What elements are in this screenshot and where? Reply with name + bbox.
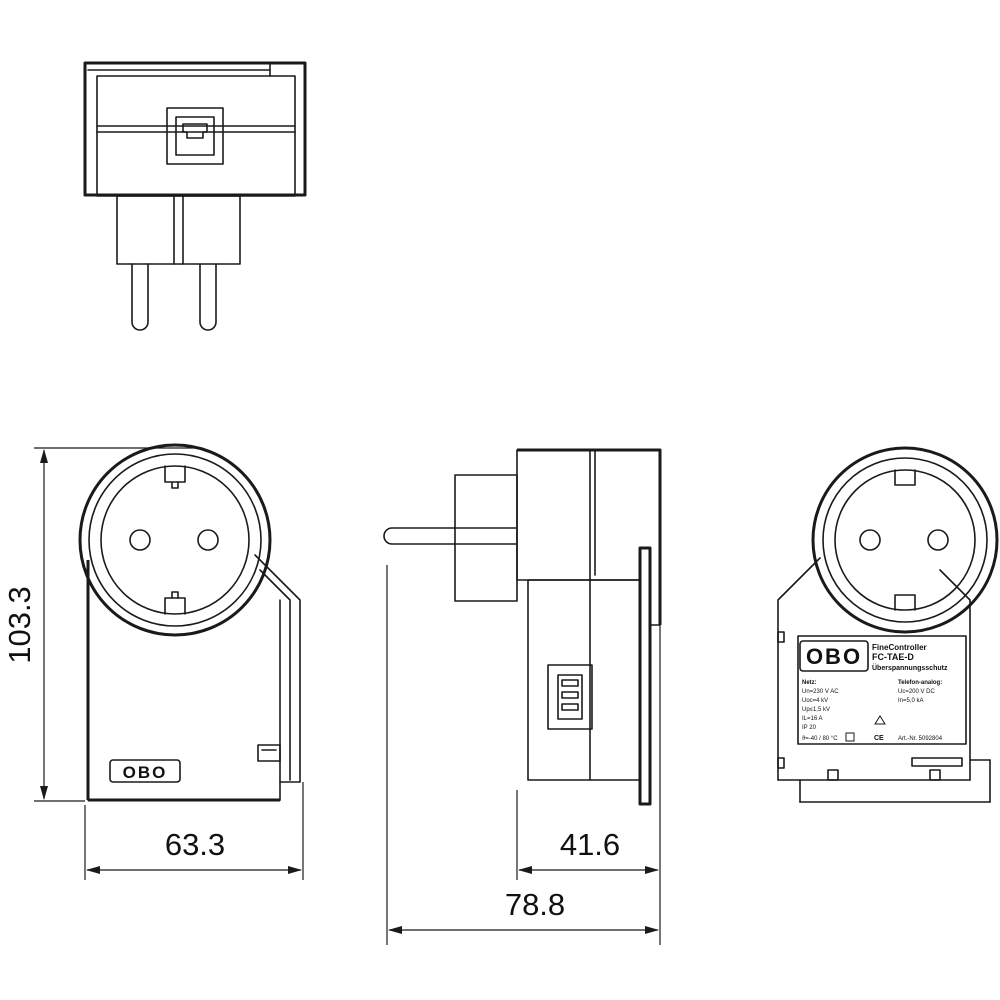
connector-icon (547, 664, 593, 730)
dimension-width: 63.3 (84, 782, 304, 880)
dim-width-label: 63.3 (165, 827, 225, 862)
nameplate-left-1: Un=230 V AC (802, 689, 839, 695)
nameplate-right-2: In=5,0 kA (898, 698, 924, 704)
front-view: OBO (78, 443, 301, 802)
back-view: OBO FineController FC-TAE-D Überspannung… (777, 446, 999, 803)
side-view (383, 448, 662, 806)
nameplate-logo: OBO (806, 644, 862, 669)
nameplate-left-footer: ϑ=-40 / 80 °C (802, 736, 838, 742)
warning-triangle-icon (874, 715, 886, 725)
nameplate-left-2: Uoc=4 kV (802, 698, 828, 704)
nameplate-title-2: FC-TAE-D (872, 652, 914, 662)
nameplate-art-no: Art.-Nr. 5092804 (898, 736, 943, 742)
nameplate-left-4: IL=16 A (802, 716, 823, 722)
dimension-height: 103.3 (2, 447, 200, 802)
nameplate-title-3: Überspannungsschutz (872, 663, 948, 672)
dim-height-label: 103.3 (2, 586, 37, 664)
front-logo-text: OBO (123, 763, 168, 782)
nameplate-left-header: Netz: (802, 680, 817, 686)
nameplate-right-header: Telefon-analog: (898, 680, 942, 686)
nameplate-title-1: FineController (872, 643, 927, 652)
rj-jack-icon (166, 107, 224, 165)
top-view (83, 61, 307, 331)
nameplate-right-1: Uc=200 V DC (898, 689, 936, 695)
front-logo: OBO (109, 759, 181, 783)
dimension-depth-body: 41.6 (516, 625, 661, 945)
dimension-depth-total: 78.8 (386, 565, 659, 945)
nameplate-left-5: IP 20 (802, 725, 817, 731)
ce-mark: CE (874, 735, 884, 742)
nameplate-left-3: Up≤1,5 kV (802, 707, 830, 713)
dim-depth-total-label: 78.8 (505, 887, 565, 922)
dim-depth-body-label: 41.6 (560, 827, 620, 862)
nameplate: OBO FineController FC-TAE-D Überspannung… (797, 635, 967, 745)
